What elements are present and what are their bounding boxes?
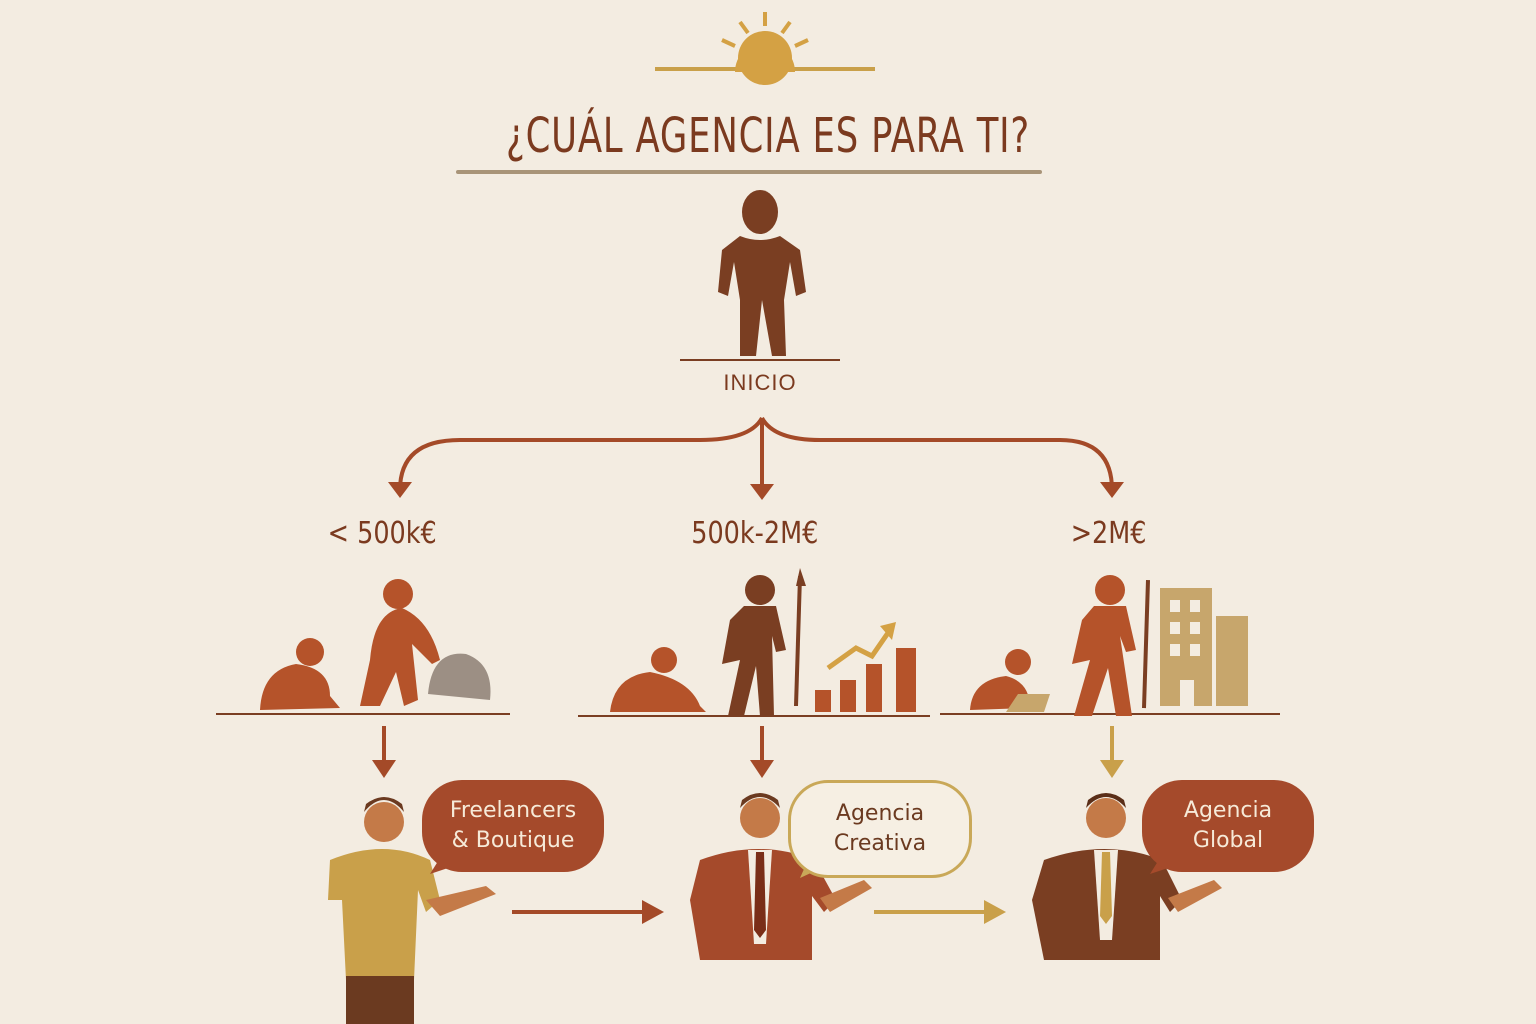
arrow-head-left — [388, 482, 412, 498]
branch-arrows — [398, 416, 1114, 492]
bubble-line: & Boutique — [451, 828, 575, 853]
sun-icon — [655, 12, 875, 85]
humans-spear-growth-chart-icon — [578, 568, 930, 717]
bubble-line: Creativa — [833, 831, 927, 856]
bubble-line: Agencia — [835, 801, 925, 826]
global-agency-person-icon — [1032, 793, 1222, 960]
branch-range-mid: 500k-2M€ — [691, 516, 819, 551]
progression-arrows — [512, 900, 1006, 924]
humans-laptop-building-icon — [940, 575, 1280, 716]
creative-agency-person-icon — [690, 793, 872, 960]
branch-range-low: < 500k€ — [327, 516, 437, 551]
arrow-head-right — [1100, 482, 1124, 498]
result-bubble-freelancers: Freelancers & Boutique — [422, 780, 604, 872]
branch-range-high: >2M€ — [1070, 516, 1147, 551]
bubble-line: Global — [1192, 828, 1264, 853]
early-humans-stone-icon — [216, 579, 510, 715]
arrow-head-middle — [750, 484, 774, 500]
start-person-icon — [680, 190, 840, 361]
bubble-line: Freelancers — [449, 798, 577, 823]
page-title: ¿CUÁL AGENCIA ES PARA TI? — [505, 108, 1031, 164]
start-label: INICIO — [723, 370, 797, 395]
down-arrows — [372, 726, 1124, 778]
freelancer-person-icon — [328, 797, 496, 1024]
bubble-line: Agencia — [1183, 798, 1273, 823]
